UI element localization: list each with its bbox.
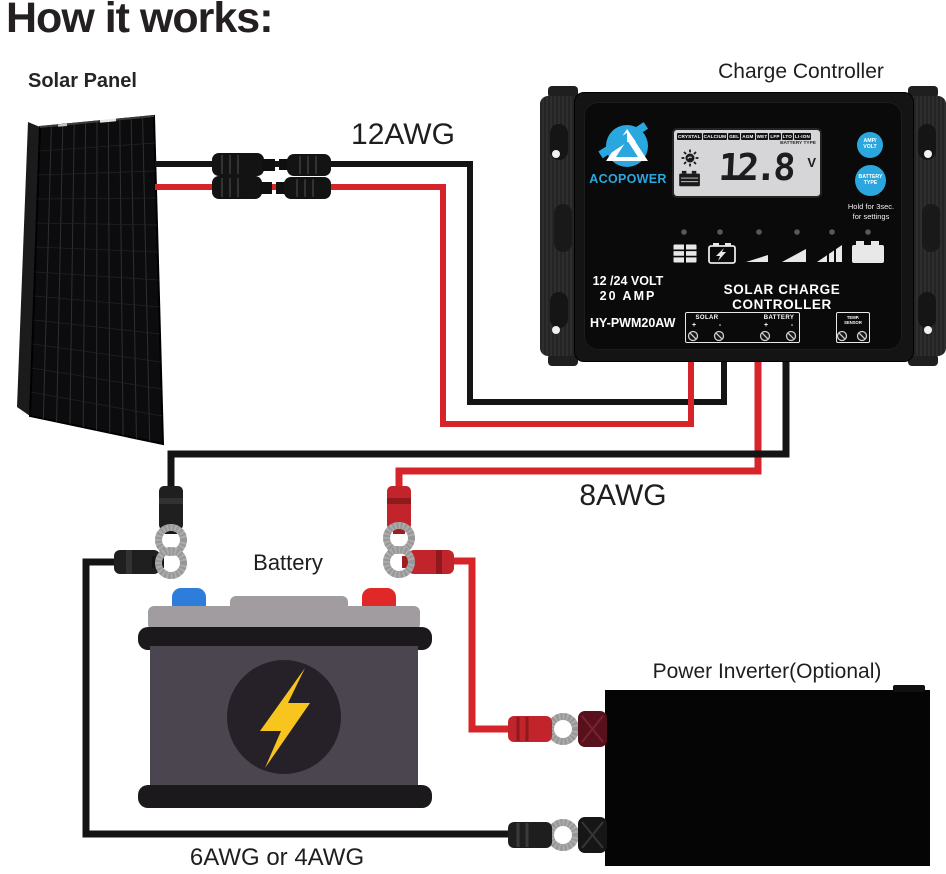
wire-gauge-8awg-label: 8AWG [579, 479, 667, 512]
terminal-block: SOLAR BATTERY + - + - [685, 312, 800, 343]
battery-type-chip: GEL [728, 133, 741, 140]
page-title: How it works: [6, 0, 274, 42]
wire-battery-black-8awg [167, 350, 790, 492]
battery-type-chip: LFP [769, 133, 781, 140]
screw-dot [552, 326, 560, 334]
charge-level-mid-icon [782, 249, 806, 262]
inverter-negative-terminal [508, 817, 607, 853]
status-led-dots [681, 229, 871, 235]
solar-panel-indicator-icon [672, 243, 698, 264]
screw-dot [924, 150, 932, 158]
battery-charging-indicator-icon [708, 243, 736, 264]
power-inverter-label: Power Inverter(Optional) [652, 660, 882, 683]
charge-level-high-icon [817, 245, 842, 262]
brand-text: ACOPOWER [589, 172, 667, 186]
ring-terminals [155, 522, 579, 851]
wire-inverter-red-6awg [448, 557, 516, 733]
solar-terminal-label: SOLAR [695, 315, 719, 321]
acopower-logo-icon [598, 122, 649, 167]
temp-sensor-terminal-block: TEMP. SENSOR [836, 312, 870, 343]
sun-icon [681, 149, 699, 166]
charge-controller-graphic: ACOPOWER CRYSTAL CALCIUM GEL AGM WET LFP… [540, 86, 946, 366]
mc4-connector-pair-red [212, 176, 331, 199]
screw-dot [924, 326, 932, 334]
model-number: HY-PWM20AW [590, 316, 676, 330]
battery-type-chip: CRYSTAL [677, 133, 702, 140]
lightning-bolt-icon [260, 668, 310, 768]
battery-terminal-label: BATTERY [763, 315, 795, 321]
voltage-unit: V [807, 154, 816, 170]
battery-type-caption: BATTERY TYPE [780, 141, 816, 146]
battery-minus: - [790, 322, 794, 329]
solar-minus: - [718, 322, 722, 329]
screw-dot [552, 150, 560, 158]
battery-graphic [138, 588, 432, 808]
voltage-reading: 12.8 [717, 146, 793, 189]
amp-rating: 20 AMP [599, 289, 657, 303]
temp-sensor-label: TEMP. SENSOR [844, 315, 862, 326]
wire-solar-black-12awg [155, 161, 727, 405]
battery-type-chip: CALCIUM [702, 133, 728, 140]
amp-volt-button: AMP/ VOLT [857, 132, 883, 158]
battery-full-indicator-icon [852, 241, 884, 263]
battery-type-button: BATTERY TYPE [855, 165, 886, 196]
battery-label: Battery [253, 550, 323, 575]
product-name: SOLAR CHARGE CONTROLLER [723, 282, 841, 312]
left-mount-flange [540, 96, 580, 356]
terminal-screws [687, 330, 868, 342]
mount-tab [908, 86, 938, 98]
inverter-positive-terminal [508, 711, 607, 747]
solar-plus: + [691, 322, 697, 329]
wire-inverter-black-6awg [82, 558, 516, 838]
mount-tab [548, 354, 578, 366]
mount-tab [548, 86, 578, 98]
battery-type-chips: CRYSTAL CALCIUM GEL AGM WET LFP LTO LI-I… [677, 133, 818, 140]
battery-icon [679, 170, 700, 186]
wire-gauge-6awg-label: 6AWG or 4AWG [189, 844, 365, 871]
battery-plus: + [763, 322, 769, 329]
mount-tab [908, 354, 938, 366]
battery-type-chip: LI-ION [794, 133, 812, 140]
battery-type-chip: WET [755, 133, 769, 140]
battery-type-chip: AGM [741, 133, 755, 140]
wire-battery-red-8awg [395, 350, 762, 492]
voltage-rating: 12 /24 VOLT [592, 274, 664, 288]
hold-note: Hold for 3sec. for settings [847, 202, 895, 221]
charge-controller-label: Charge Controller [718, 60, 884, 83]
battery-positive-lug-from-controller [387, 486, 411, 534]
solar-panel-label: Solar Panel [28, 70, 137, 92]
power-inverter-graphic [605, 685, 930, 866]
battery-type-chip: LTO [781, 133, 794, 140]
controller-face-details [598, 122, 884, 342]
charge-level-low-icon [746, 255, 768, 262]
lcd-display: CRYSTAL CALCIUM GEL AGM WET LFP LTO LI-I… [672, 128, 822, 198]
wire-solar-red-12awg [155, 184, 694, 427]
mc4-connector-pair-black [212, 153, 331, 176]
solar-panel-graphic [17, 114, 165, 446]
wire-gauge-12awg-label: 12AWG [351, 118, 455, 151]
